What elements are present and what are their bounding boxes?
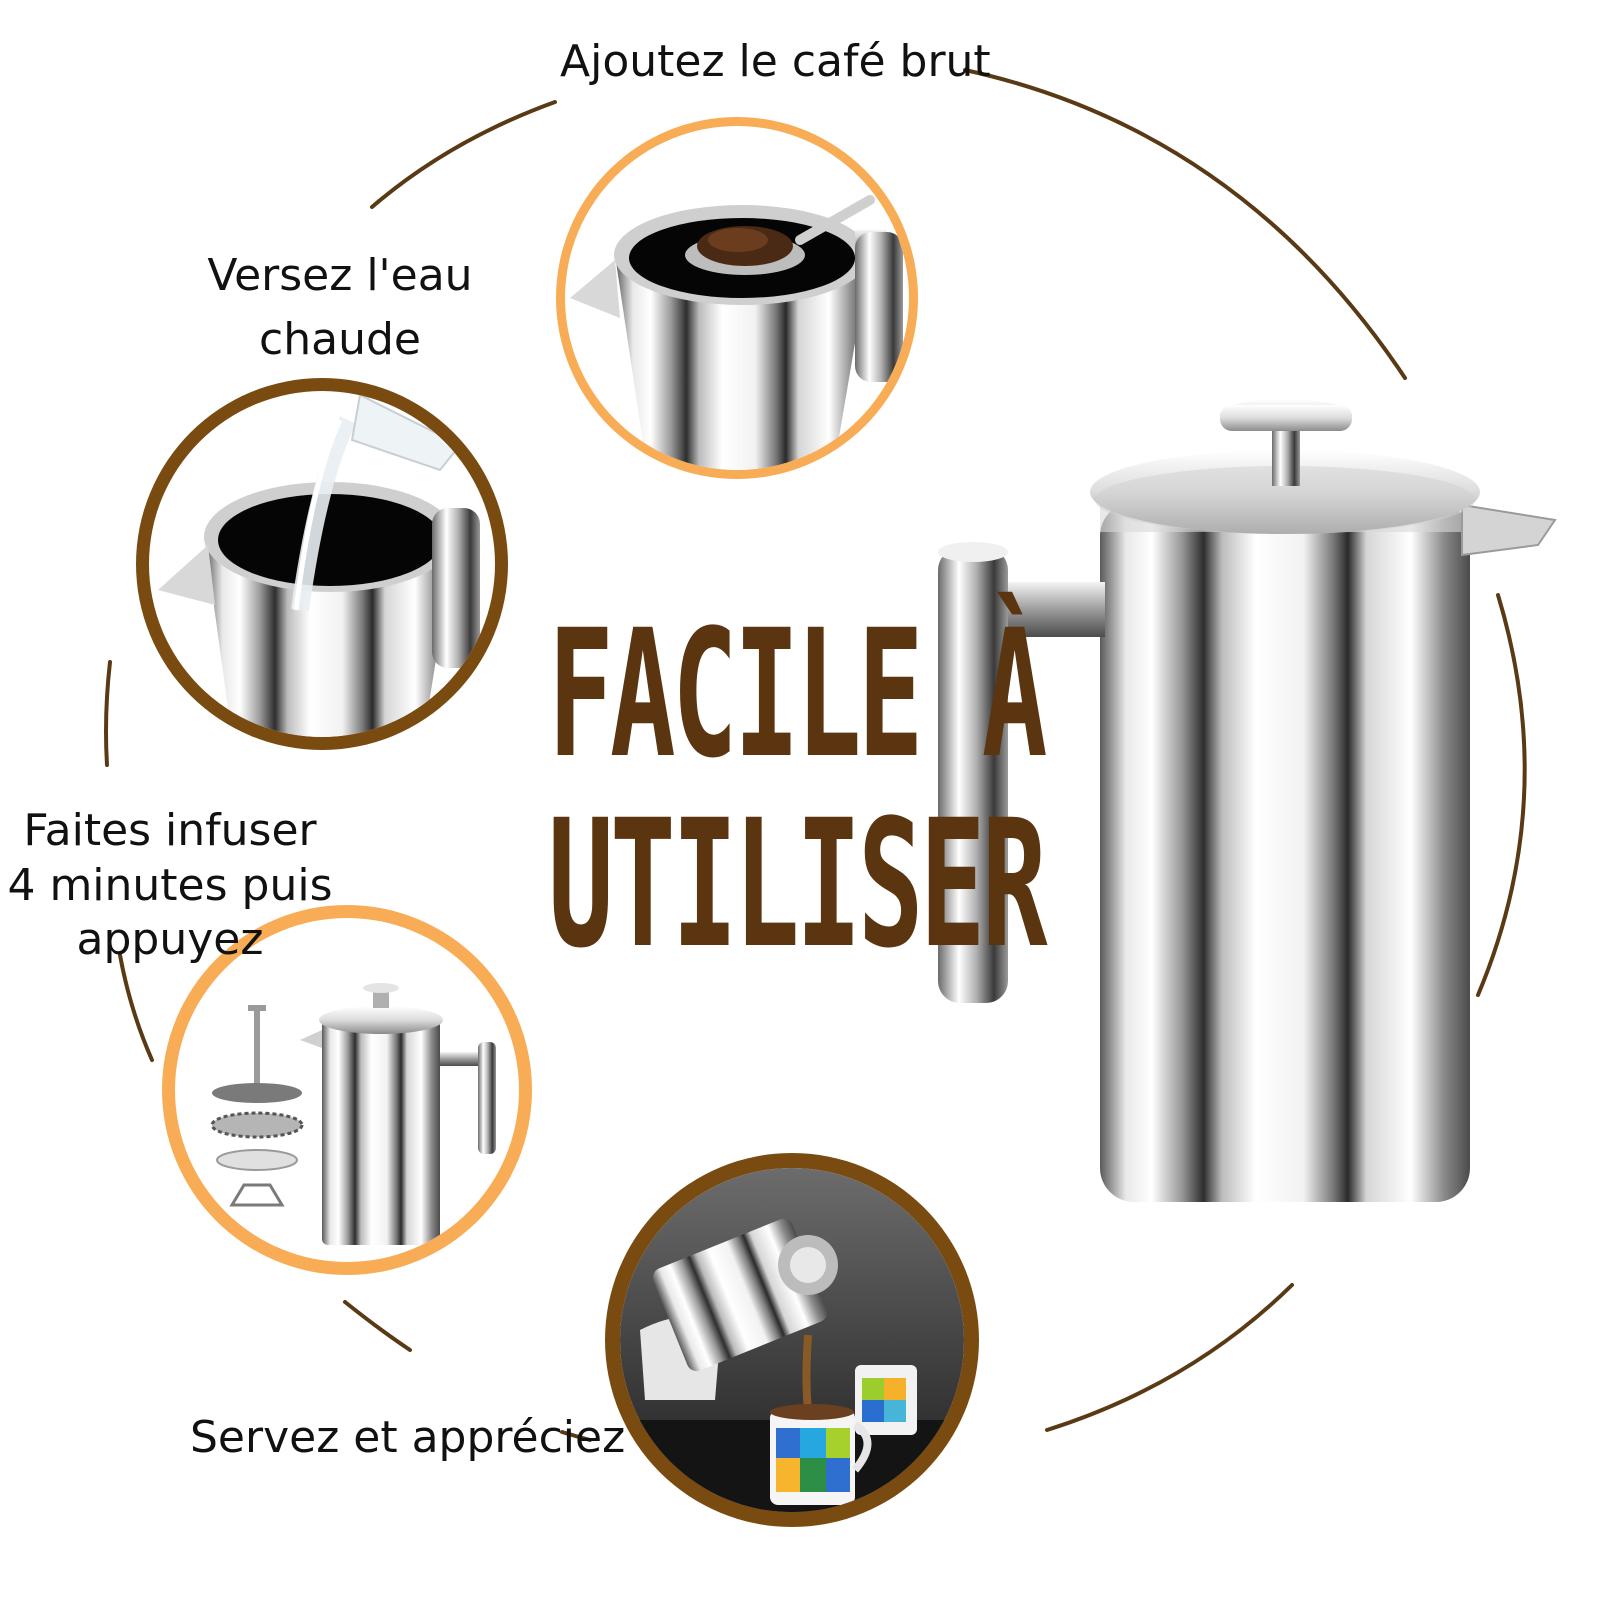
decorative-arc bbox=[104, 68, 1527, 1442]
headline-line-1: FACILE À bbox=[548, 592, 1048, 797]
press-parts-icon bbox=[210, 983, 496, 1245]
step-4-label-line: Servez et appréciez bbox=[190, 1412, 626, 1463]
step-4-label: Servez et appréciez bbox=[190, 1410, 630, 1466]
french-press-icon bbox=[938, 399, 1557, 1202]
arc-segment-bottom-center bbox=[560, 1430, 592, 1442]
arc-segment-top-left bbox=[370, 100, 557, 209]
step-1-label-line: Ajoutez le café brut bbox=[560, 36, 991, 87]
step-1-label: Ajoutez le café brut bbox=[560, 34, 1000, 90]
step-2-label-line: chaude bbox=[259, 313, 421, 365]
step-2-label-line: Versez l'eau bbox=[207, 250, 473, 301]
step-2-photo bbox=[136, 378, 508, 750]
arc-segment-left-lower bbox=[118, 953, 154, 1062]
arc-segment-bottom-left bbox=[343, 1300, 412, 1352]
step-3-label-line: Faites infuser bbox=[23, 805, 317, 856]
arc-segment-left-upper bbox=[104, 660, 112, 767]
coffee-grounds-spoon-icon bbox=[570, 195, 903, 470]
arc-segment-bottom-right bbox=[1045, 1283, 1294, 1432]
arc-segment-top-right bbox=[963, 68, 1407, 380]
step-3-label: Faites infuser 4 minutes puis appuyez bbox=[0, 804, 340, 968]
headline: FACILE À UTILISER bbox=[548, 592, 1048, 987]
headline-line-2: UTILISER bbox=[548, 782, 1048, 987]
step-4-photo bbox=[605, 1153, 979, 1527]
step-3-label-line: appuyez bbox=[76, 914, 264, 966]
step-3-label-line: 4 minutes puis bbox=[7, 859, 333, 911]
step-3-photo bbox=[162, 905, 532, 1275]
arc-segment-right bbox=[1476, 593, 1527, 997]
step-1-photo bbox=[556, 117, 918, 479]
pouring-coffee-mugs-icon bbox=[620, 1168, 964, 1512]
pouring-water-icon bbox=[158, 393, 480, 737]
step-2-label: Versez l'eau chaude bbox=[180, 244, 500, 372]
